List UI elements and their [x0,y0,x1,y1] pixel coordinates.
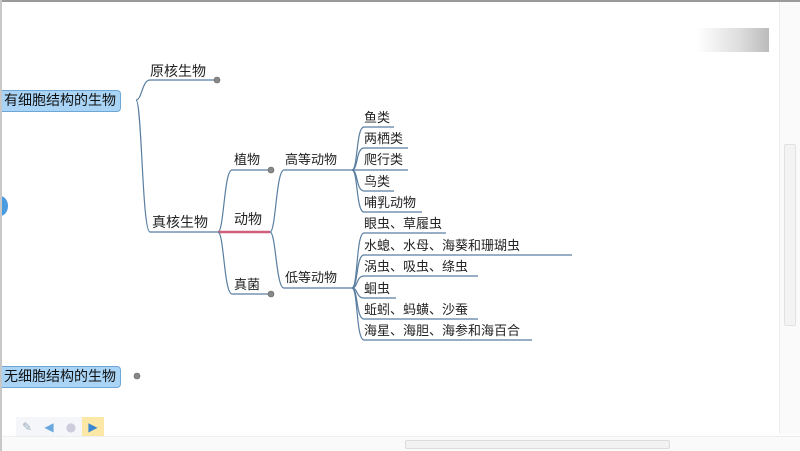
node-birds[interactable]: 鸟类 [364,175,391,190]
back-arrow-icon[interactable]: ◀ [44,420,54,434]
node-higher-animals[interactable]: 高等动物 [285,153,338,168]
pen-icon[interactable]: ✎ [21,420,33,434]
node-plants[interactable]: 植物 [234,153,261,168]
node-fish[interactable]: 鱼类 [364,111,391,126]
node-lower-animals[interactable]: 低等动物 [285,271,338,286]
node-lower-1[interactable]: 眼虫、草履虫 [364,217,443,232]
mindmap-canvas[interactable] [2,2,780,434]
node-amphibians[interactable]: 两栖类 [364,132,404,147]
collapse-handle[interactable] [0,196,8,216]
node-lower-6[interactable]: 海星、海胆、海参和海百合 [364,324,521,339]
overlay-panel [697,28,769,52]
presentation-toolbar: ✎ ◀ ● ▶ [16,417,104,437]
node-prokaryote[interactable]: 原核生物 [150,64,206,80]
vertical-scroll-thumb[interactable] [784,144,796,326]
node-eukaryote[interactable]: 真核生物 [152,215,208,231]
node-mammals[interactable]: 哺乳动物 [364,196,417,211]
forward-arrow-icon[interactable]: ▶ [82,417,104,437]
circle-icon[interactable]: ● [65,420,77,434]
node-lower-3[interactable]: 涡虫、吸虫、绦虫 [364,260,469,275]
horizontal-scroll-thumb[interactable] [405,440,670,449]
node-lower-4[interactable]: 蛔虫 [364,282,391,297]
vertical-scrollbar[interactable] [779,2,800,434]
node-reptiles[interactable]: 爬行类 [364,153,404,168]
node-fungi[interactable]: 真菌 [234,278,261,293]
node-animals[interactable]: 动物 [234,212,262,228]
root-node-acellular[interactable]: 无细胞结构的生物 [2,366,121,388]
horizontal-scrollbar[interactable] [0,436,800,451]
root-node-cellular[interactable]: 有细胞结构的生物 [2,90,121,112]
node-lower-2[interactable]: 水螅、水母、海葵和珊瑚虫 [364,239,521,254]
node-lower-5[interactable]: 蚯蚓、蚂蟥、沙蚕 [364,303,469,318]
top-border [0,0,800,2]
left-border [0,0,2,451]
